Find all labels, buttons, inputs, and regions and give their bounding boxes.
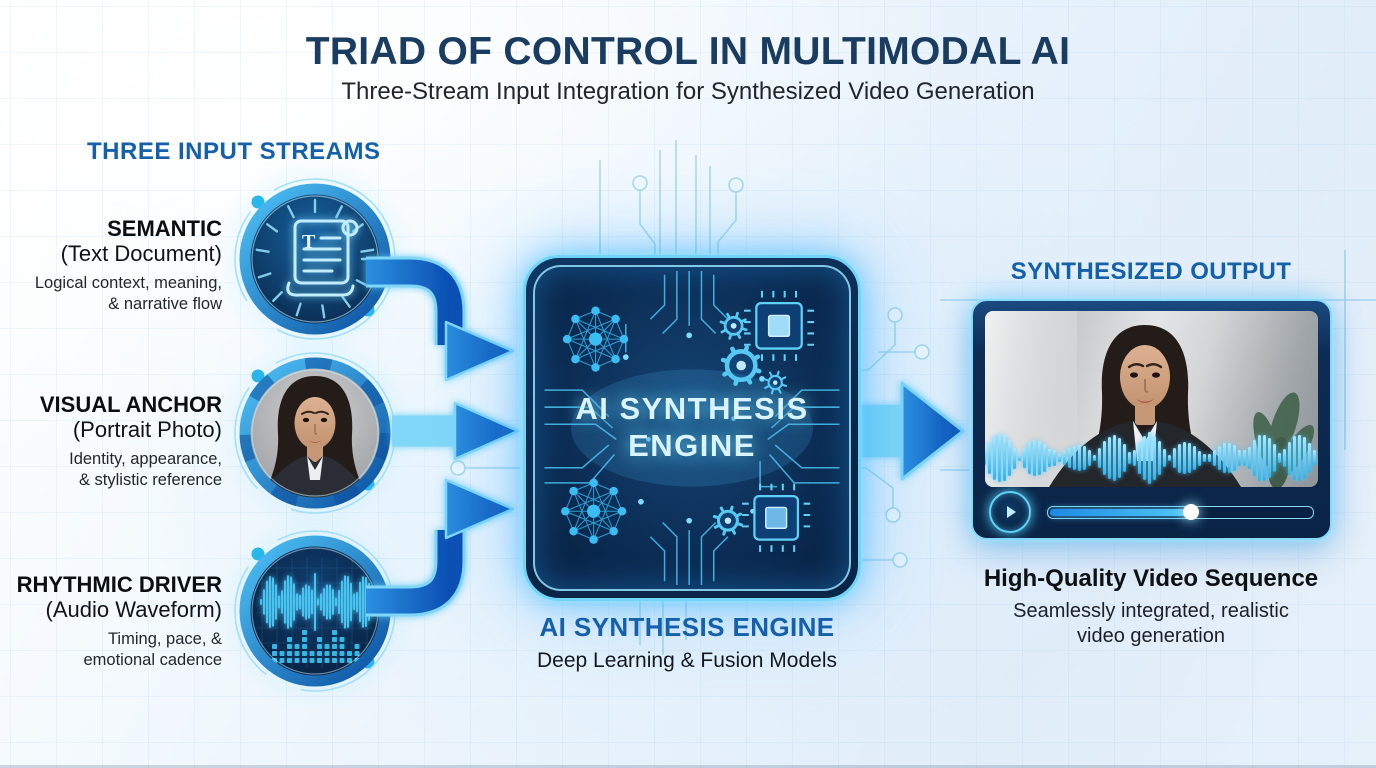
output-caption-subtitle: Seamlessly integrated, realistic video g… bbox=[951, 599, 1351, 649]
video-player bbox=[971, 299, 1332, 540]
engine-circuit-panel: AI SYNTHESIS ENGINE bbox=[533, 265, 851, 591]
page-title: TRIAD OF CONTROL IN MULTIMODAL AI bbox=[305, 30, 1071, 73]
player-controls bbox=[985, 487, 1318, 537]
stream-type: (Portrait Photo) bbox=[72, 417, 222, 443]
play-icon bbox=[1007, 506, 1016, 518]
stream-semantic-label: SEMANTIC (Text Document) Logical context… bbox=[8, 216, 222, 316]
stream-description-line: Identity, appearance, bbox=[69, 449, 222, 468]
progress-bar[interactable] bbox=[1047, 504, 1314, 520]
bottom-edge-line bbox=[0, 765, 1376, 768]
output-caption-line: Seamlessly integrated, realistic bbox=[1013, 600, 1289, 622]
output-section-heading: SYNTHESIZED OUTPUT bbox=[1010, 258, 1292, 285]
stream-description-line: emotional cadence bbox=[83, 651, 222, 670]
stream-rhythmic-driver-label: RHYTHMIC DRIVER (Audio Waveform) Timing,… bbox=[8, 572, 222, 672]
progress-fill bbox=[1050, 508, 1192, 516]
output-arrow bbox=[856, 381, 965, 481]
gear-icon bbox=[712, 311, 788, 536]
output-caption-line: video generation bbox=[1077, 625, 1225, 647]
stream-type: (Text Document) bbox=[60, 241, 222, 267]
input-arrow-rhythmic bbox=[366, 478, 515, 617]
stream-type: (Audio Waveform) bbox=[45, 597, 222, 623]
neural-network-icon bbox=[562, 306, 629, 372]
audio-waveform-overlay bbox=[985, 429, 1318, 487]
engine-caption-subtitle: Deep Learning & Fusion Models bbox=[536, 649, 837, 672]
engine-circuit-art bbox=[544, 271, 840, 585]
progress-thumb[interactable] bbox=[1183, 504, 1200, 520]
stream-description-line: & narrative flow bbox=[108, 295, 222, 314]
chip-icon bbox=[744, 290, 815, 361]
play-button[interactable] bbox=[989, 491, 1031, 533]
stream-name: SEMANTIC bbox=[107, 216, 222, 241]
input-arrow-semantic bbox=[366, 256, 515, 382]
engine-caption: AI SYNTHESIS ENGINE Deep Learning & Fusi… bbox=[487, 612, 887, 673]
stream-visual-anchor-label: VISUAL ANCHOR (Portrait Photo) Identity,… bbox=[8, 392, 222, 492]
engine-box-label-line2: ENGINE bbox=[628, 428, 756, 463]
video-frame bbox=[985, 311, 1318, 487]
chip-icon bbox=[742, 483, 811, 552]
stream-description: Logical context, meaning, & narrative fl… bbox=[8, 273, 222, 316]
stream-description: Identity, appearance, & stylistic refere… bbox=[8, 449, 222, 492]
stream-description-line: & stylistic reference bbox=[78, 471, 222, 490]
audio-waveform-icon bbox=[234, 530, 396, 692]
circuit-traces bbox=[544, 271, 840, 585]
page-subtitle: Three-Stream Input Integration for Synth… bbox=[341, 78, 1035, 105]
engine-caption-title: AI SYNTHESIS ENGINE bbox=[539, 612, 835, 642]
output-caption-title: High-Quality Video Sequence bbox=[983, 565, 1319, 592]
ai-synthesis-engine-box: AI SYNTHESIS ENGINE bbox=[523, 255, 861, 601]
stream-description-line: Timing, pace, & bbox=[107, 629, 222, 648]
portrait-photo-icon bbox=[234, 352, 396, 514]
engine-box-label: AI SYNTHESIS ENGINE bbox=[535, 267, 849, 589]
neural-network-icon bbox=[561, 478, 627, 544]
stream-name: RHYTHMIC DRIVER bbox=[16, 572, 222, 597]
stream-name: VISUAL ANCHOR bbox=[39, 392, 222, 417]
input-arrow-visual bbox=[392, 401, 520, 461]
stream-description: Timing, pace, & emotional cadence bbox=[8, 629, 222, 672]
engine-box-label-line1: AI SYNTHESIS bbox=[575, 391, 809, 427]
stream-description-line: Logical context, meaning, bbox=[34, 273, 222, 292]
svg-text:T: T bbox=[302, 231, 316, 253]
output-caption: High-Quality Video Sequence Seamlessly i… bbox=[951, 565, 1351, 649]
